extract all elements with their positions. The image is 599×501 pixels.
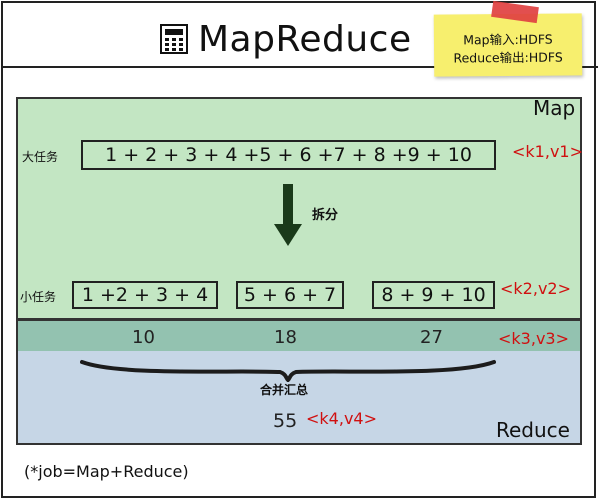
kv-label-1: <k1,v1> (512, 142, 583, 161)
calculator-icon (160, 24, 188, 54)
intermediate-band (16, 319, 582, 353)
small-task-box-2: 5 + 6 + 7 (236, 281, 344, 309)
split-label: 拆分 (312, 208, 339, 223)
big-task-box: 1 + 2 + 3 + 4 +5 + 6 +7 + 8 +9 + 10 (81, 140, 496, 170)
kv-label-3: <k3,v3> (498, 329, 569, 348)
arrow-down-icon (274, 184, 302, 246)
page-title: MapReduce (198, 18, 412, 60)
reduce-label: Reduce (496, 418, 570, 442)
kv-label-4: <k4,v4> (306, 409, 377, 428)
final-result: 55 (273, 410, 298, 432)
map-label: Map (533, 96, 576, 120)
partial-sum-1: 10 (132, 327, 155, 348)
partial-sum-2: 18 (274, 327, 297, 348)
small-task-box-3: 8 + 9 + 10 (372, 281, 495, 309)
big-task-label: 大任务 (22, 150, 59, 164)
partial-sum-3: 27 (420, 327, 443, 348)
curly-brace-icon (80, 360, 496, 382)
sticky-note: Map输入:HDFS Reduce输出:HDFS (433, 13, 583, 77)
title-bar: MapReduce (160, 14, 412, 64)
merge-label: 合并汇总 (260, 383, 309, 397)
note-reduce-output: Reduce输出:HDFS (453, 49, 563, 66)
small-task-label: 小任务 (20, 290, 57, 304)
kv-label-2: <k2,v2> (500, 279, 571, 298)
header-divider (1, 66, 598, 68)
small-task-box-1: 1 +2 + 3 + 4 (72, 281, 218, 309)
footnote: (*job=Map+Reduce) (24, 462, 189, 481)
